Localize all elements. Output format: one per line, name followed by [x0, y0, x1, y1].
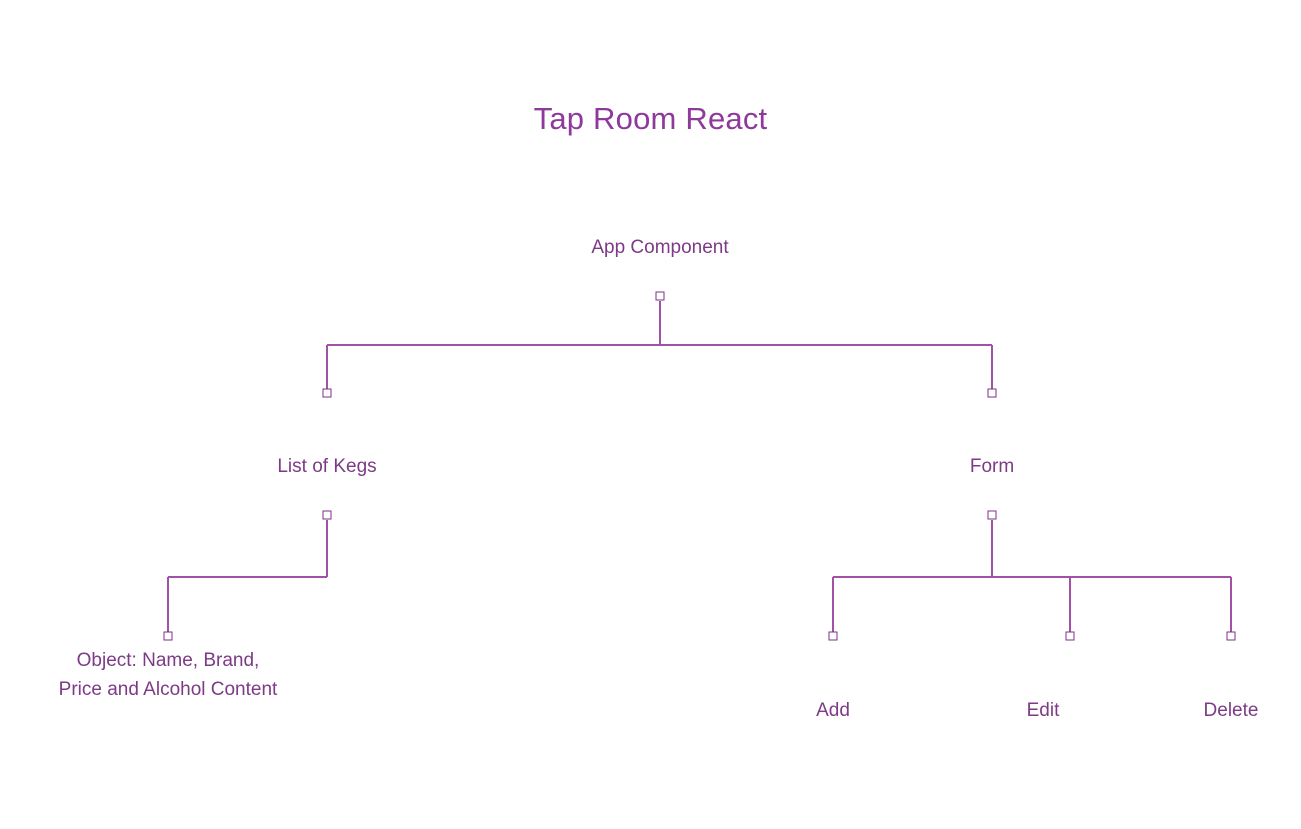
node-box-form-child[interactable]	[987, 510, 997, 520]
node-box-list-of-kegs-child[interactable]	[322, 510, 332, 520]
node-label-add: Add	[816, 700, 850, 721]
node-label-keg-object: Object: Name, Brand, Price and Alcohol C…	[58, 650, 278, 700]
node-box-edit[interactable]	[1065, 631, 1075, 641]
page-title: Tap Room React	[533, 101, 768, 136]
node-label-edit: Edit	[1026, 700, 1060, 721]
node-label-form: Form	[969, 456, 1015, 477]
node-box-keg-object[interactable]	[163, 631, 173, 641]
node-box-app[interactable]	[655, 291, 665, 301]
node-label-app: App Component	[591, 237, 729, 258]
node-box-list-of-kegs[interactable]	[322, 388, 332, 398]
node-label-delete: Delete	[1203, 700, 1259, 721]
node-label-list-of-kegs: List of Kegs	[277, 456, 377, 477]
node-box-delete[interactable]	[1226, 631, 1236, 641]
node-box-form[interactable]	[987, 388, 997, 398]
node-box-add[interactable]	[828, 631, 838, 641]
